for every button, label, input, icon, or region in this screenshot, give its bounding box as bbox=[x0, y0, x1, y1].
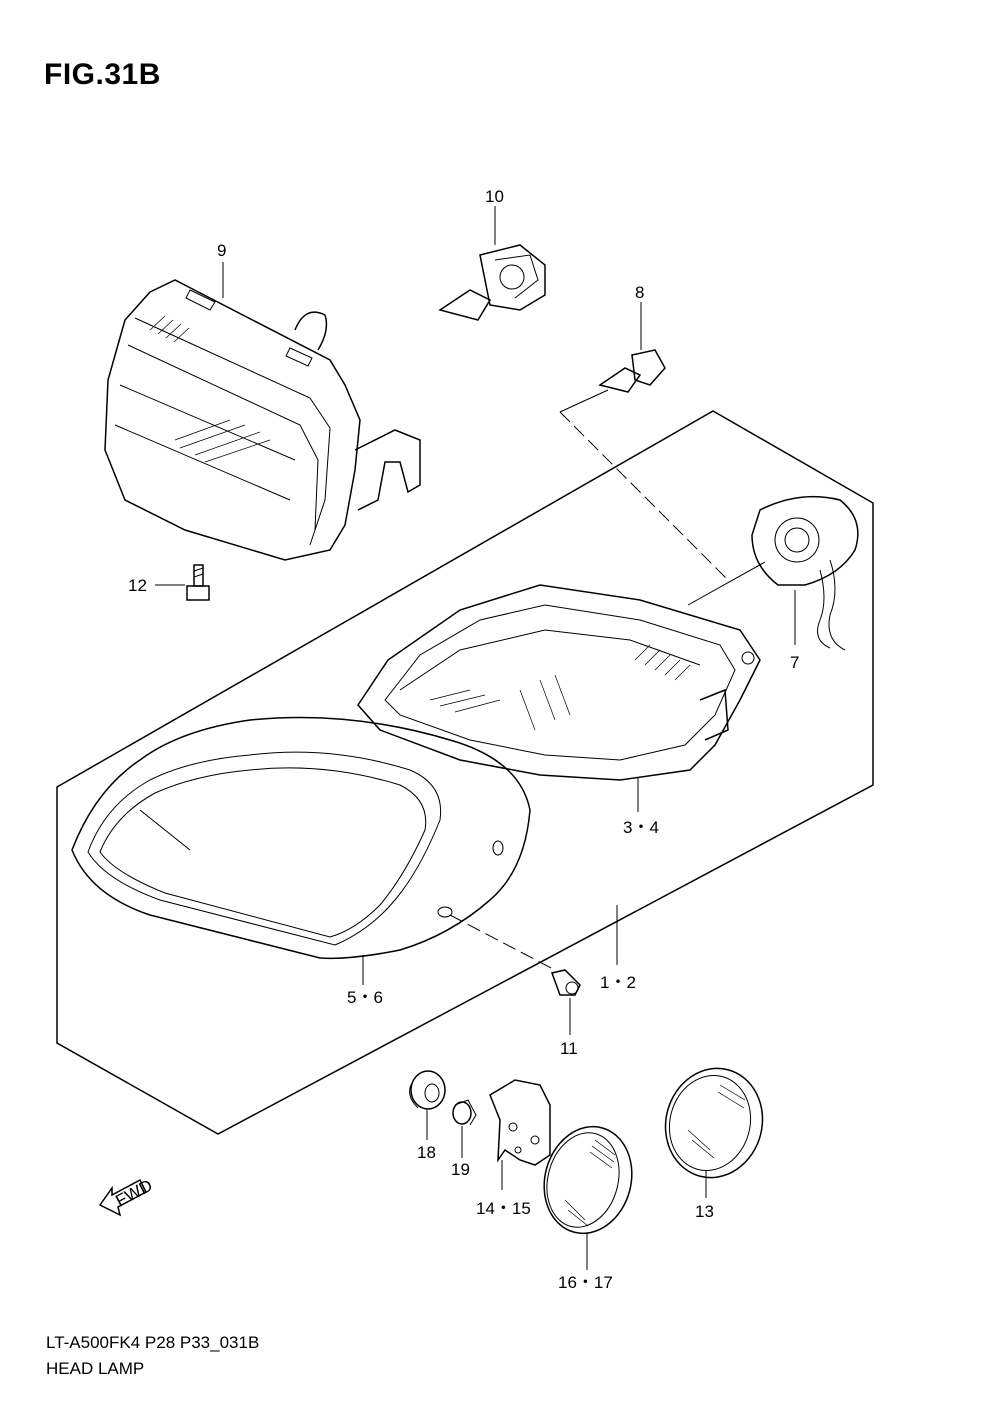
callout-7: 7 bbox=[790, 653, 799, 672]
model-code: LT-A500FK4 P28 P33_031B bbox=[46, 1333, 260, 1352]
callout-11: 11 bbox=[560, 1039, 578, 1058]
callout-19: 19 bbox=[451, 1160, 470, 1179]
part-8-position-bulb[interactable] bbox=[598, 349, 666, 393]
part-18-grommet[interactable] bbox=[409, 1070, 446, 1110]
svg-text:FWD: FWD bbox=[112, 1176, 155, 1211]
callout-5-6: 5・6 bbox=[347, 988, 383, 1007]
part-11-clip[interactable] bbox=[551, 969, 581, 996]
callout-18: 18 bbox=[417, 1143, 436, 1162]
part-12-bolt[interactable] bbox=[186, 564, 210, 601]
callout-8: 8 bbox=[635, 283, 644, 302]
callout-10: 10 bbox=[485, 187, 504, 206]
part-9-head-lamp-unit[interactable] bbox=[104, 279, 421, 561]
callout-16-17: 16・17 bbox=[558, 1273, 613, 1292]
figure-title: FIG.31B bbox=[44, 58, 161, 91]
callout-12: 12 bbox=[128, 576, 147, 595]
part-19-collar[interactable] bbox=[452, 1099, 477, 1126]
part-5-6-head-lamp-cover[interactable] bbox=[71, 716, 531, 960]
part-13-reflector[interactable] bbox=[653, 1057, 774, 1188]
part-14-15-bracket[interactable] bbox=[489, 1079, 551, 1166]
fwd-arrow-icon: FWD bbox=[98, 1176, 156, 1217]
callout-14-15: 14・15 bbox=[476, 1199, 531, 1218]
section-name: HEAD LAMP bbox=[46, 1359, 145, 1378]
part-10-head-lamp-bulb[interactable] bbox=[438, 244, 546, 321]
callout-1-2: 1・2 bbox=[600, 973, 636, 992]
callout-3-4: 3・4 bbox=[623, 818, 659, 837]
part-3-4-head-lamp-housing[interactable] bbox=[357, 584, 761, 781]
callout-13: 13 bbox=[695, 1202, 714, 1221]
callout-9: 9 bbox=[217, 241, 226, 260]
assembly-boundary bbox=[56, 410, 874, 1135]
part-16-17-reflector[interactable] bbox=[532, 1117, 643, 1244]
part-7-socket[interactable] bbox=[751, 495, 859, 651]
